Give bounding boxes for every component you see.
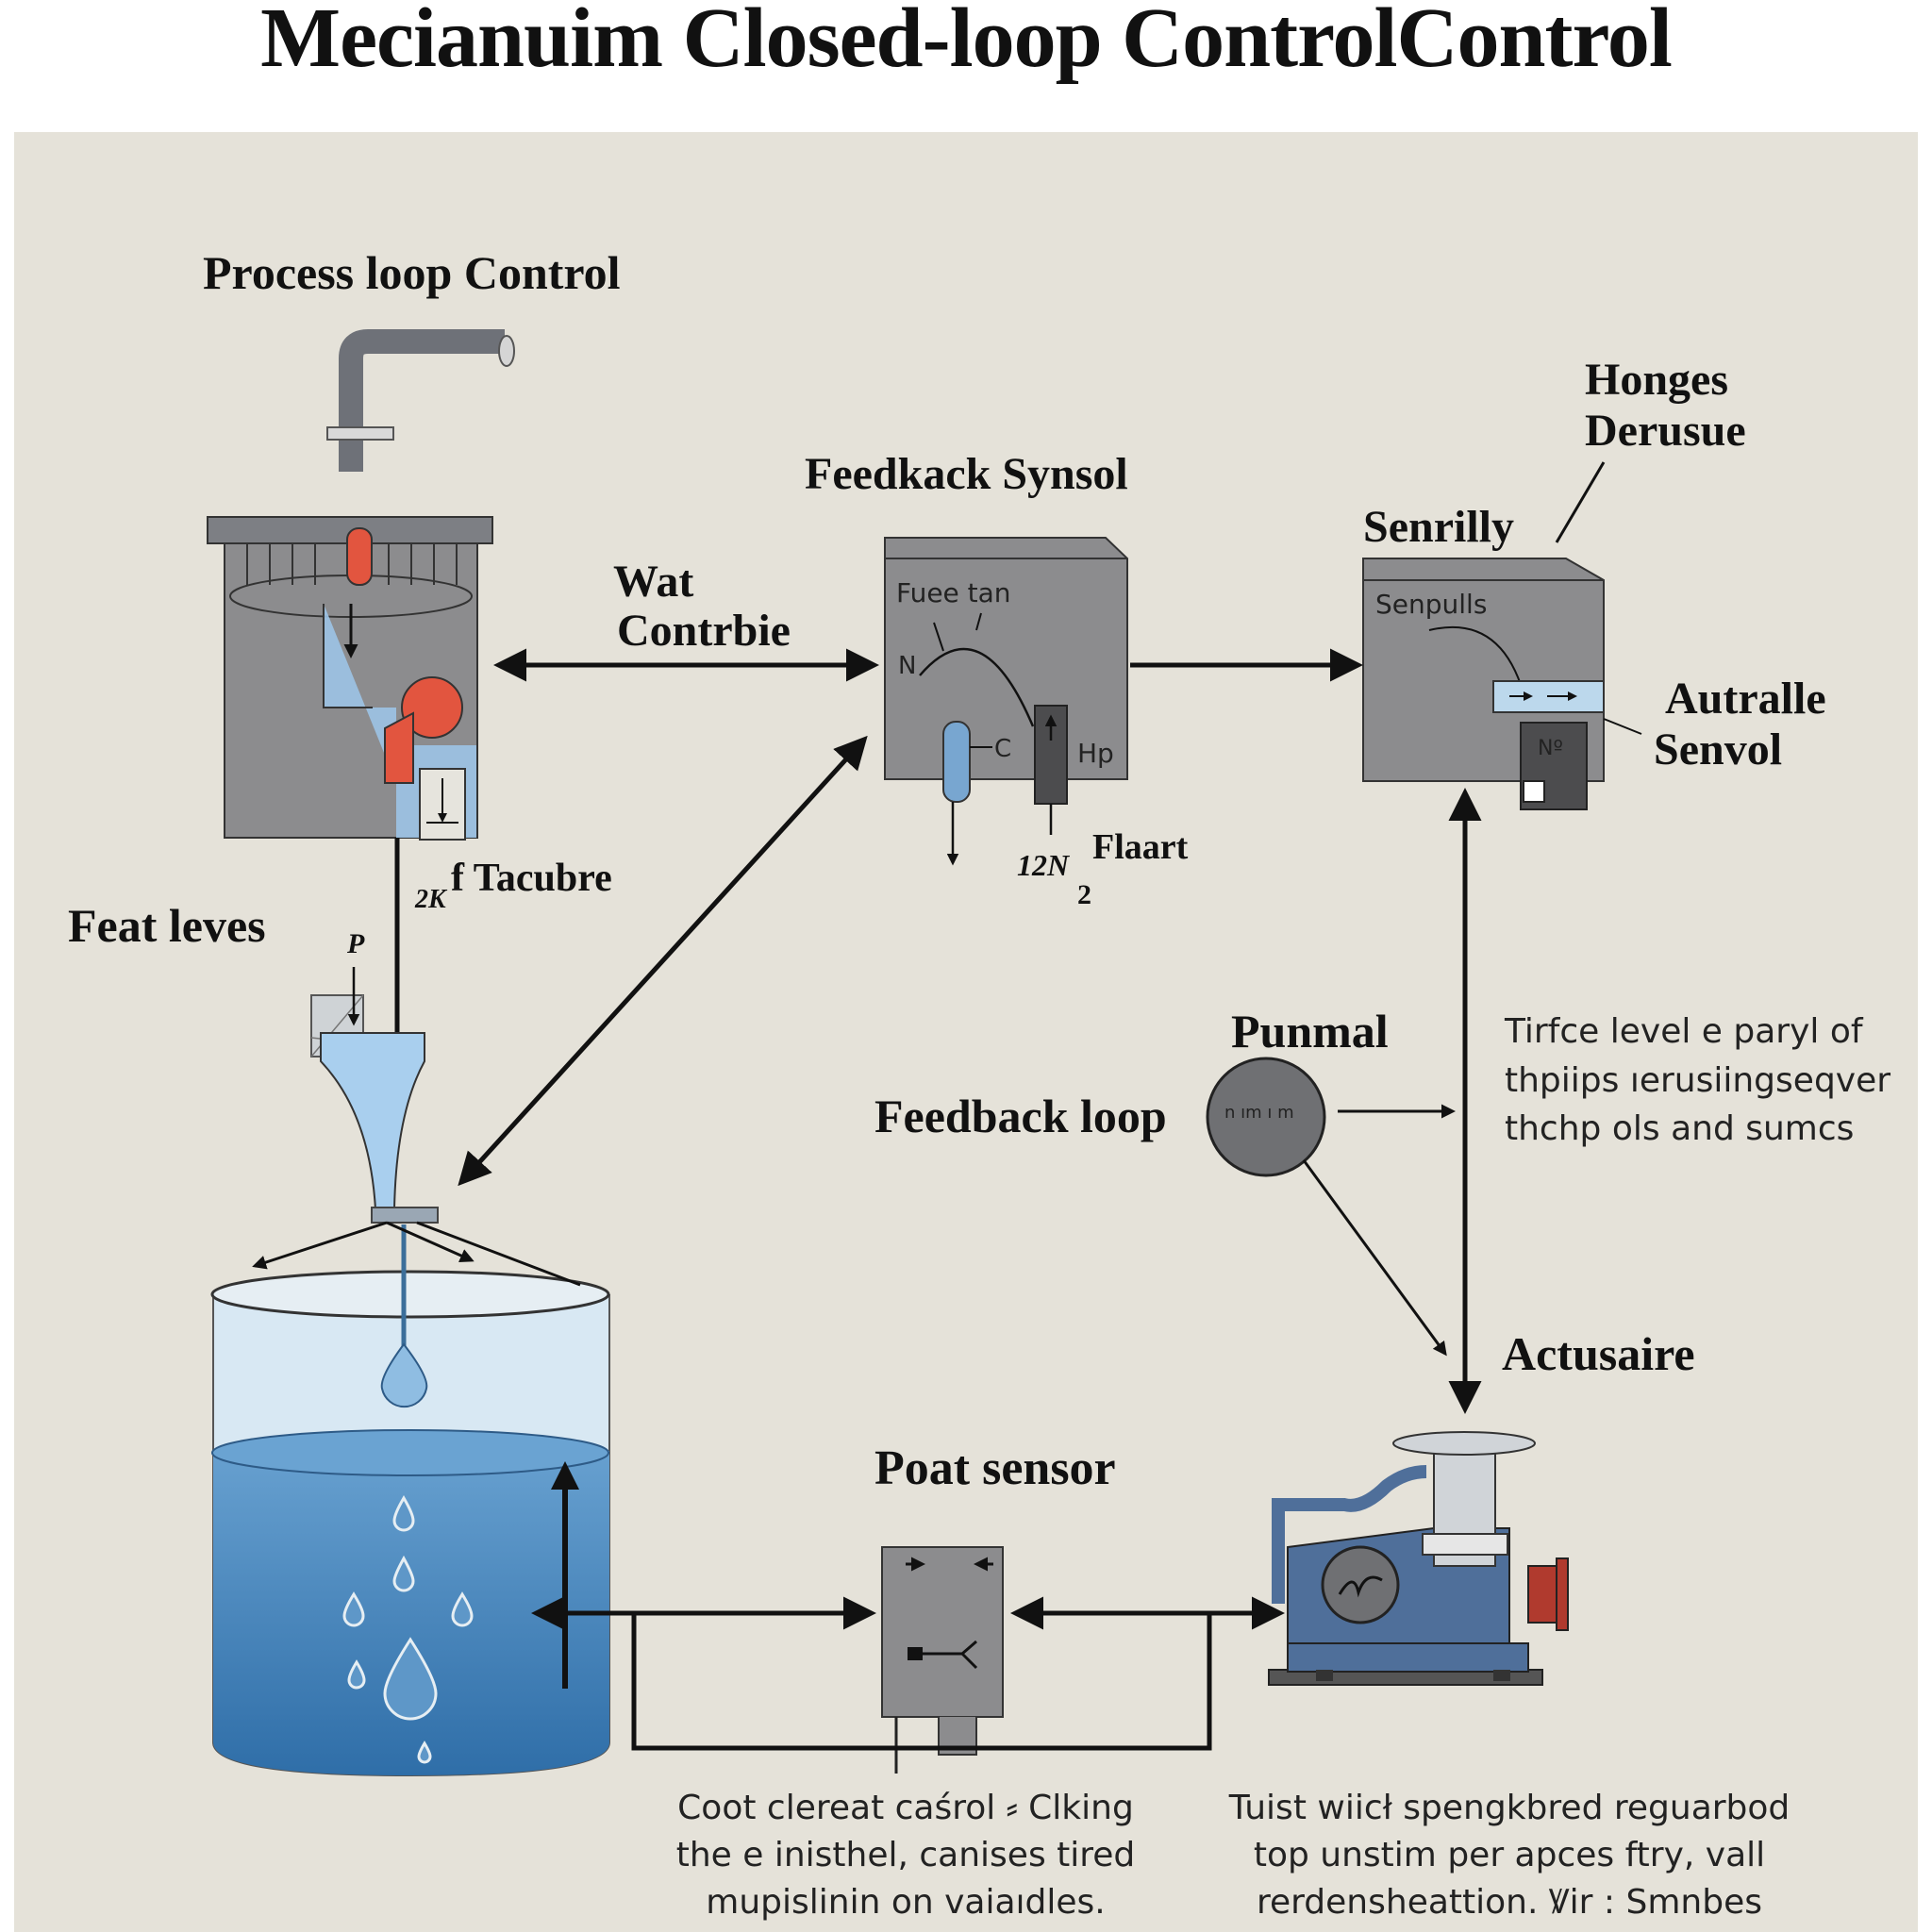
process-tank xyxy=(207,329,515,1104)
feedback-box-hp: Hp xyxy=(1077,738,1114,769)
bottom-right-line: top unstim per apces ftry, vall xyxy=(1254,1836,1765,1874)
bottom-center-note: Coot clereat caśrol ⸗ Clking the e inist… xyxy=(676,1789,1136,1922)
bottom-center-line: the e inisthel, canises tired xyxy=(676,1836,1136,1874)
diagonal-feedback-arrow xyxy=(458,735,868,1187)
label-feedback-loop: Feedback loop xyxy=(874,1090,1167,1142)
connection-arrows xyxy=(458,648,1482,1751)
label-wat: Wat xyxy=(613,557,693,607)
poat-sensor-box xyxy=(881,1546,1004,1774)
pump-circle xyxy=(1206,1057,1326,1177)
pump-circle-text: n ım ı m xyxy=(1224,1103,1294,1123)
feedback-box-c: C xyxy=(994,735,1011,763)
label-actusaire: Actusaire xyxy=(1502,1327,1695,1380)
label-senrilly: Senrilly xyxy=(1363,502,1514,552)
label-feedback-synsol: Feedkack Synsol xyxy=(805,449,1128,499)
bottom-right-line: rerdensheattion. Ꝟir : Smnbes xyxy=(1257,1883,1762,1922)
label-honges: Honges xyxy=(1585,355,1728,405)
label-flaart-sub: 2 xyxy=(1077,879,1091,910)
feedback-box-text: Fuee tan xyxy=(896,577,1011,608)
page-title: Mecianuim Closed-loop ControlControl xyxy=(260,0,1673,85)
label-tacubre: f Tacubre xyxy=(451,857,612,900)
label-poat-sensor: Poat sensor xyxy=(874,1441,1116,1495)
bottom-center-line: Coot clereat caśrol ⸗ Clking xyxy=(677,1789,1134,1827)
feedback-box xyxy=(884,537,1128,866)
sensor-box xyxy=(1362,461,1642,810)
funnel xyxy=(310,967,439,1224)
label-derusue: Derusue xyxy=(1585,406,1746,456)
label-p: P xyxy=(346,928,365,959)
bottom-right-note: Tuist wiicł spengkbred reguarbod top uns… xyxy=(1228,1789,1790,1922)
water-tank xyxy=(210,1221,610,1777)
sensor-small-text: Nº xyxy=(1538,737,1563,760)
label-senvol: Senvol xyxy=(1654,724,1782,774)
sensor-box-text: Senpulls xyxy=(1375,589,1487,620)
label-process-loop-control: Process loop Control xyxy=(203,246,621,299)
label-tacubre-prefix: 2K xyxy=(414,885,448,914)
bottom-right-line: Tuist wiicł spengkbred reguarbod xyxy=(1228,1789,1790,1827)
label-contrbie: Contrbie xyxy=(617,606,791,656)
right-note: Tirfce level e paryl of thpiips ıerusiin… xyxy=(1504,1012,1890,1148)
label-punmal: Punmal xyxy=(1231,1005,1389,1058)
right-note-line: thchp ols and sumcs xyxy=(1505,1109,1854,1148)
label-feat-leves: Feat leves xyxy=(68,899,266,952)
label-flaart-num: 12N xyxy=(1017,848,1071,882)
label-autralle: Autralle xyxy=(1665,674,1826,724)
bottom-center-line: mupislinin on vaiaıdles. xyxy=(706,1883,1106,1922)
actuator-pump xyxy=(1268,1431,1569,1686)
feedback-box-n: N xyxy=(898,652,916,680)
right-note-line: thpiips ıerusiingseqver xyxy=(1505,1061,1890,1100)
punmal-to-actuator-arrow xyxy=(1302,1159,1447,1357)
return-loop-line xyxy=(631,1613,1212,1751)
label-flaart: Flaart xyxy=(1092,827,1189,867)
right-note-line: Tirfce level e paryl of xyxy=(1504,1012,1864,1051)
